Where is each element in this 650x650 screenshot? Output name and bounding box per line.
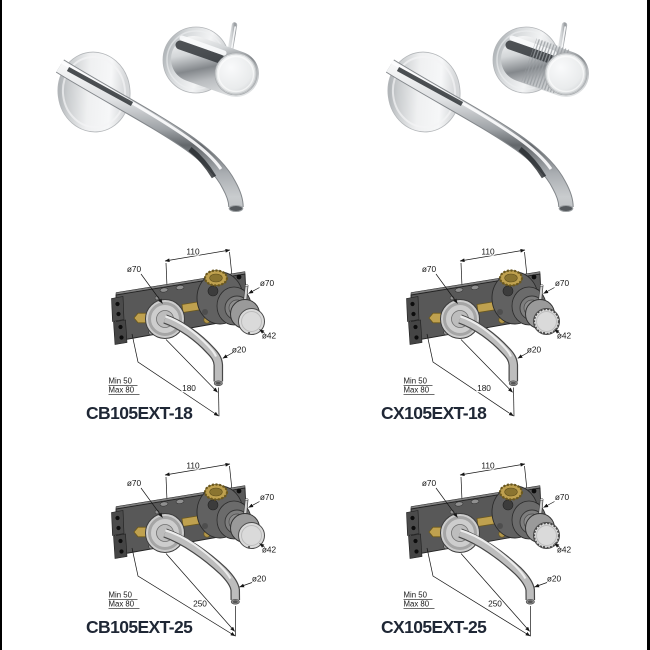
diagram-cb105ext-18: 110 ø70 ø70 ø42 ø20 180 Min 50 Max 80 CB…	[85, 245, 320, 441]
product-code: CX105EXT-18	[381, 403, 487, 423]
dim-escutcheon-diameter: ø70	[127, 264, 142, 274]
dim-depth-min: Min 50	[404, 591, 428, 600]
dim-handle-body-diameter: ø42	[262, 545, 277, 555]
dim-handle-diameter: ø70	[260, 278, 275, 288]
diagram-cx105ext-25: 110 ø70 ø70 ø42 ø20 250 Min 50 Max 80 CX…	[380, 459, 615, 650]
dim-depth-min: Min 50	[109, 377, 133, 386]
dim-depth-max: Max 80	[109, 600, 135, 609]
diagram-cx105ext-18: 110 ø70 ø70 ø42 ø20 180 Min 50 Max 80 CX…	[380, 245, 615, 441]
dim-handle-body-diameter: ø42	[557, 545, 572, 555]
technical-drawing: 110 ø70 ø70 ø42 ø20 250 Min 50 Max 80	[380, 459, 572, 650]
dim-handle-diameter: ø70	[555, 492, 570, 502]
dim-spout-diameter: ø20	[252, 574, 267, 584]
dim-depth-max: Max 80	[404, 386, 430, 395]
dim-spout-length: 250	[193, 599, 207, 609]
dim-depth-max: Max 80	[404, 600, 430, 609]
product-code: CB105EXT-18	[86, 403, 193, 423]
dim-handle-diameter: ø70	[555, 278, 570, 288]
dim-handle-diameter: ø70	[260, 492, 275, 502]
dim-depth-min: Min 50	[404, 377, 428, 386]
dim-spout-length: 250	[488, 599, 502, 609]
right-border-line	[647, 0, 650, 650]
dim-spout-diameter: ø20	[527, 345, 542, 355]
product-photo-cx	[362, 8, 592, 218]
dim-spout-length: 180	[477, 383, 491, 393]
dim-spout-diameter: ø20	[232, 345, 247, 355]
dim-escutcheon-diameter: ø70	[127, 478, 142, 488]
dim-handle-body-diameter: ø42	[262, 331, 277, 341]
dim-spout-diameter: ø20	[547, 574, 562, 584]
product-code: CB105EXT-25	[86, 617, 193, 637]
dim-depth-min: Min 50	[109, 591, 133, 600]
left-border-line	[0, 0, 2, 650]
dim-spacing: 110	[186, 461, 200, 471]
basin-mixer-photo-knurled	[362, 8, 592, 218]
dim-escutcheon-diameter: ø70	[422, 478, 437, 488]
technical-drawing: 110 ø70 ø70 ø42 ø20 180 Min 50 Max 80	[85, 245, 277, 441]
diagram-cb105ext-25: 110 ø70 ø70 ø42 ø20 250 Min 50 Max 80 CB…	[85, 459, 320, 650]
basin-mixer-photo-smooth	[32, 8, 262, 218]
technical-drawing: 110 ø70 ø70 ø42 ø20 180 Min 50 Max 80	[380, 245, 572, 441]
product-code: CX105EXT-25	[381, 617, 487, 637]
product-photo-cb	[32, 8, 262, 218]
dim-depth-max: Max 80	[109, 386, 135, 395]
dim-spacing: 110	[481, 247, 495, 257]
dim-escutcheon-diameter: ø70	[422, 264, 437, 274]
dim-spacing: 110	[481, 461, 495, 471]
dim-spout-length: 180	[182, 383, 196, 393]
dim-spacing: 110	[186, 247, 200, 257]
technical-drawing: 110 ø70 ø70 ø42 ø20 250 Min 50 Max 80	[85, 459, 277, 650]
dim-handle-body-diameter: ø42	[557, 331, 572, 341]
